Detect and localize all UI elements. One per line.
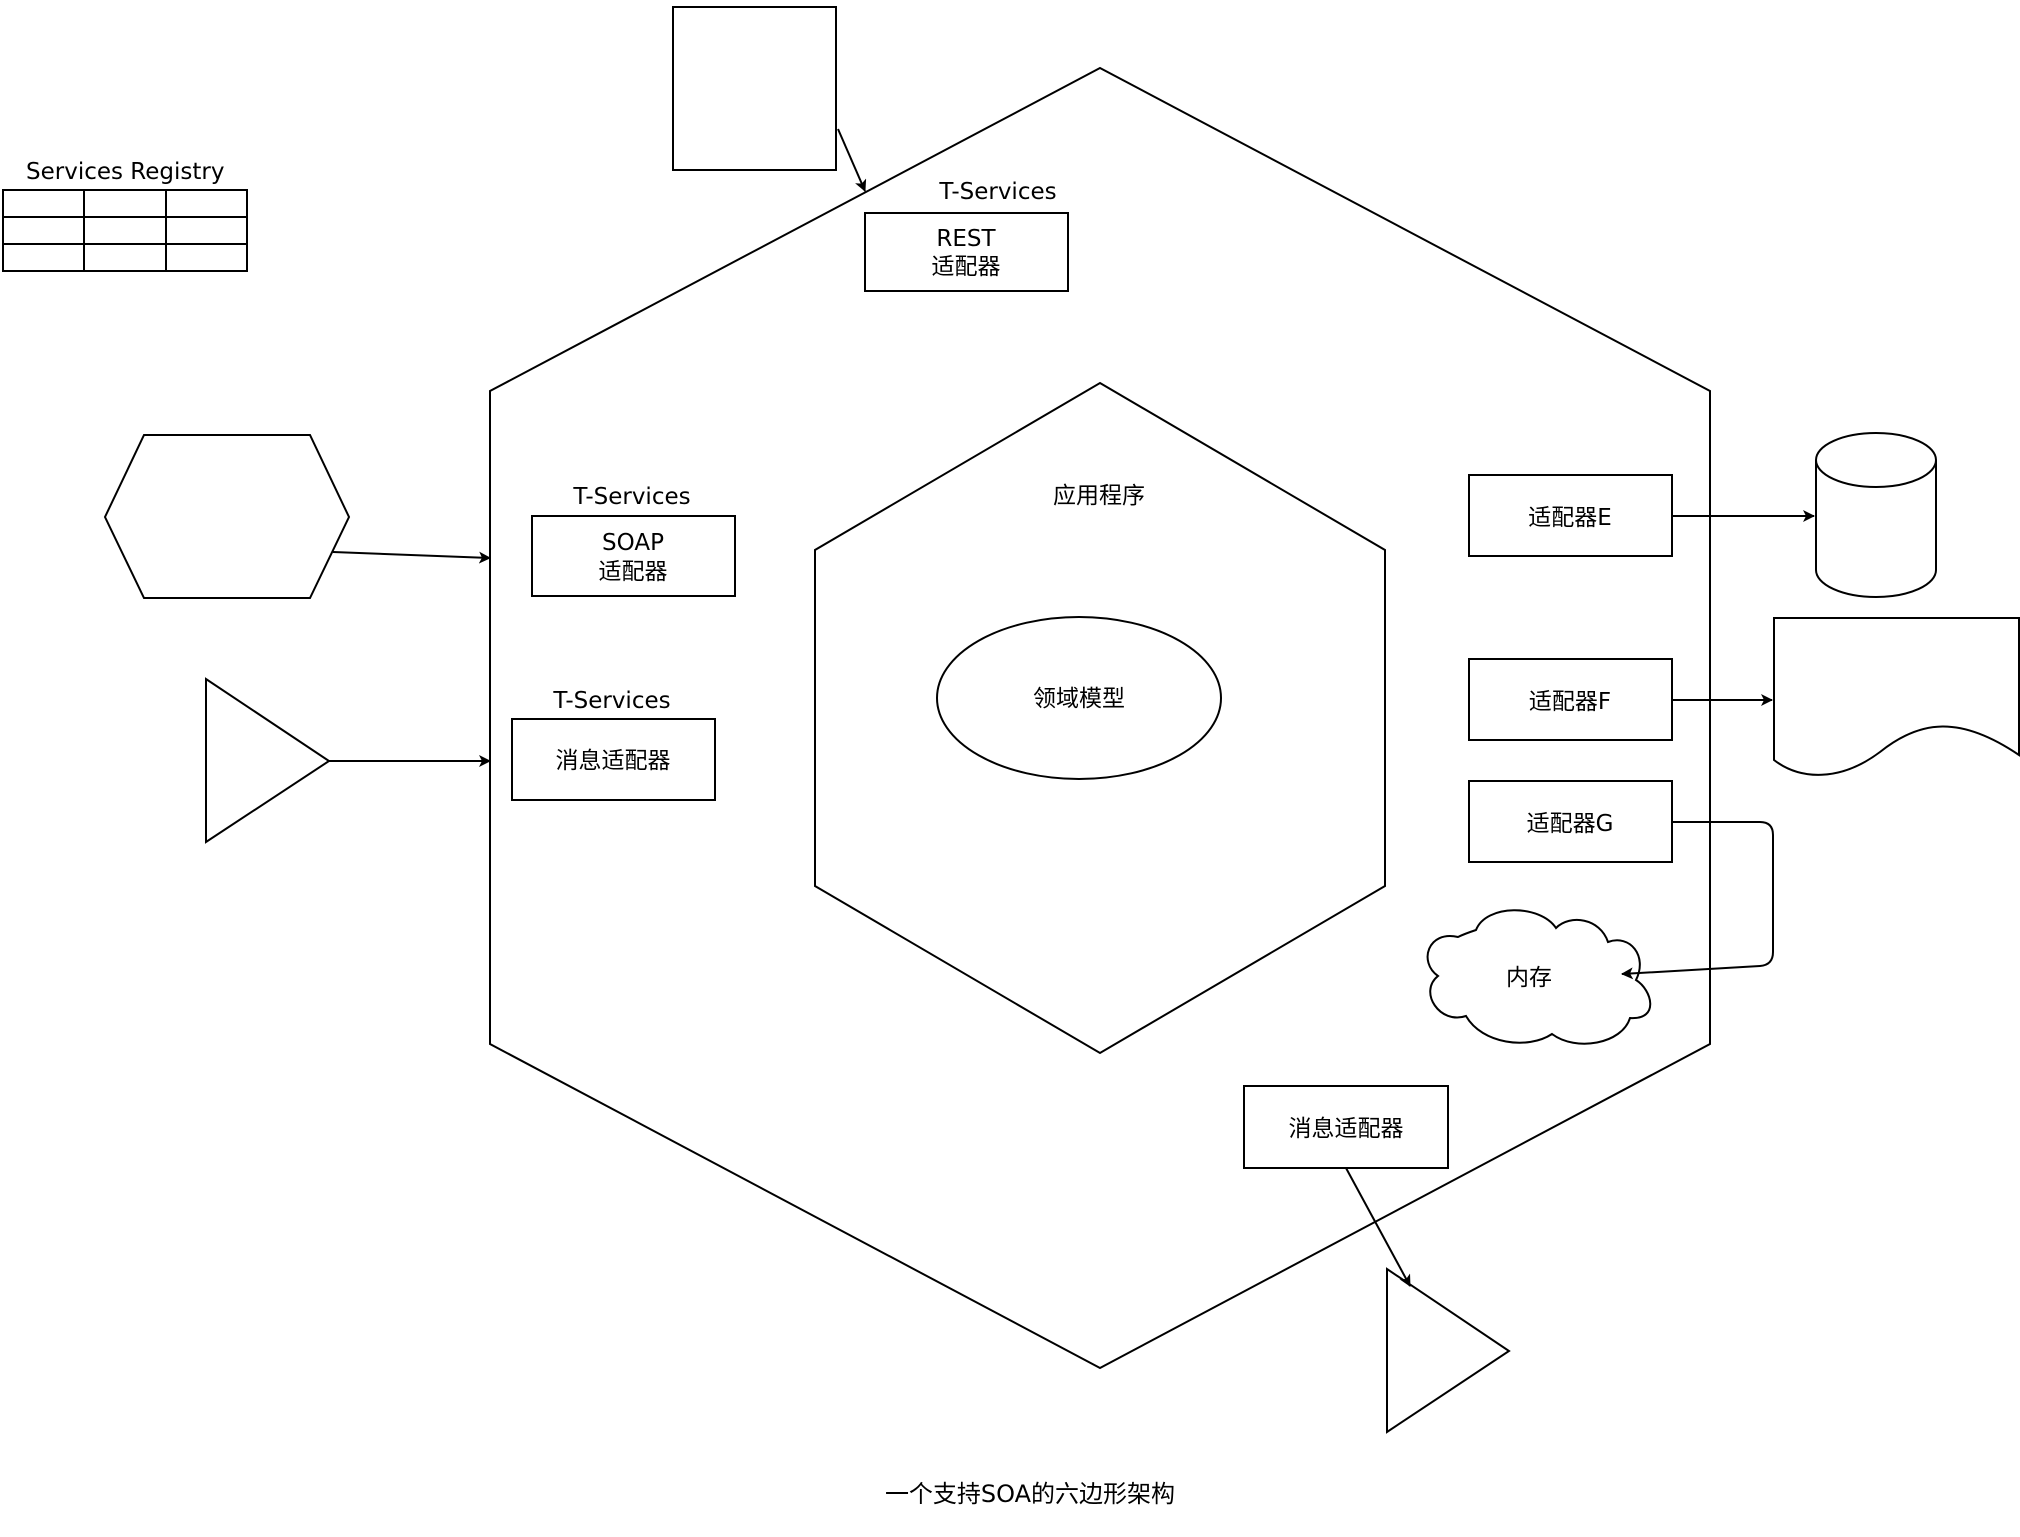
message-adapter-left-group-label: T-Services: [552, 688, 670, 714]
soap-adapter-group-label: T-Services: [572, 484, 690, 510]
message-adapter-bottom-label: 消息适配器: [1289, 1116, 1404, 1142]
edge-message-adapter-to-triangle: [1345, 1167, 1411, 1287]
adapter-g: 适配器G: [1468, 780, 1673, 863]
adapter-f: 适配器F: [1468, 658, 1673, 741]
external-triangle-bottom: [1386, 1267, 1511, 1434]
domain-model: 领域模型: [936, 616, 1222, 780]
database-cylinder: [1815, 432, 1937, 598]
external-document: [1773, 617, 2020, 776]
rest-adapter-group-label: T-Services: [938, 179, 1056, 205]
message-adapter-left: T-Services 消息适配器: [511, 688, 716, 801]
soap-adapter-line1: SOAP: [602, 530, 664, 556]
services-registry: Services Registry: [2, 159, 248, 272]
rest-adapter-line2: 适配器: [932, 254, 1001, 280]
message-adapter-bottom: 消息适配器: [1243, 1085, 1449, 1169]
services-registry-title: Services Registry: [26, 159, 224, 185]
rest-adapter: T-Services REST 适配器: [864, 179, 1069, 292]
adapter-e: 适配器E: [1468, 474, 1673, 557]
adapter-f-label: 适配器F: [1529, 689, 1611, 715]
edge-hexagon-to-outer: [332, 551, 491, 564]
adapter-g-label: 适配器G: [1527, 811, 1614, 837]
memory-label: 内存: [1506, 965, 1552, 991]
external-square-top: [672, 6, 837, 171]
edge-square-to-outer: [837, 128, 867, 192]
application-title: 应用程序: [1053, 483, 1145, 509]
soap-adapter: T-Services SOAP 适配器: [531, 484, 736, 597]
message-adapter-left-label: 消息适配器: [556, 748, 671, 774]
outer-hexagon: [489, 66, 1711, 1370]
diagram-caption: 一个支持SOA的六边形架构: [885, 1480, 1175, 1508]
edge-adapter-g-to-memory: [1621, 821, 1774, 980]
adapter-e-label: 适配器E: [1528, 505, 1612, 531]
domain-model-label: 领域模型: [1033, 686, 1125, 712]
rest-adapter-line1: REST: [936, 226, 996, 252]
external-hexagon-left: [103, 434, 351, 599]
services-registry-table: [2, 189, 248, 272]
memory-cloud: 内存: [1426, 909, 1652, 1045]
soap-adapter-line2: 适配器: [599, 559, 668, 585]
external-triangle-left: [205, 677, 331, 844]
inner-hexagon: [814, 381, 1386, 1055]
